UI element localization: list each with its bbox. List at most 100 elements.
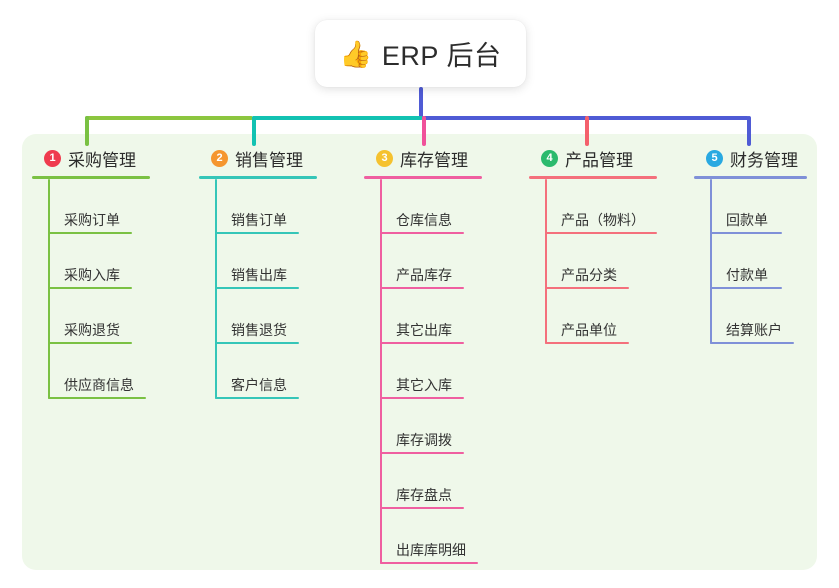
branch-underline — [529, 176, 657, 179]
branch-item[interactable]: 销售退货 — [215, 289, 349, 344]
branch-item[interactable]: 结算账户 — [710, 289, 839, 344]
branch-item-rule — [380, 562, 478, 564]
branch-item[interactable]: 销售出库 — [215, 234, 349, 289]
branch-index-badge: 2 — [211, 149, 228, 167]
branch-spine — [545, 179, 547, 344]
branch-item-rule — [380, 507, 464, 509]
branch-item-label: 销售出库 — [231, 267, 287, 283]
branch-item-label: 采购入库 — [64, 267, 120, 283]
branch-underline — [694, 176, 807, 179]
branch-item-rule — [710, 232, 782, 234]
branch-title: 产品管理 — [565, 150, 633, 170]
branch-spine — [380, 179, 382, 564]
branch-item-label: 其它入库 — [396, 377, 452, 393]
branch-item[interactable]: 客户信息 — [215, 344, 349, 399]
branch-item[interactable]: 供应商信息 — [48, 344, 182, 399]
branch-header-1[interactable]: 1 采购管理 — [32, 145, 182, 171]
root-node-title: ERP 后台 — [381, 41, 502, 71]
branch-item[interactable]: 付款单 — [710, 234, 839, 289]
branch-item-label: 其它出库 — [396, 322, 452, 338]
branch-item-label: 产品单位 — [561, 322, 617, 338]
branch-item[interactable]: 采购入库 — [48, 234, 182, 289]
branch-title: 库存管理 — [400, 150, 468, 170]
branch-item-rule — [710, 342, 794, 344]
branch-item-label: 采购订单 — [64, 212, 120, 228]
branch-underline — [364, 176, 482, 179]
branch-item-rule — [215, 287, 299, 289]
branch-header-3[interactable]: 3 库存管理 — [364, 145, 514, 171]
branch-item-rule — [380, 452, 464, 454]
branch-title: 财务管理 — [730, 150, 798, 170]
branch-spine — [48, 179, 50, 399]
branch-item-label: 库存盘点 — [396, 487, 452, 503]
branch-item-rule — [48, 232, 132, 234]
branch-title: 销售管理 — [235, 150, 303, 170]
branch-column-4: 4 产品管理产品（物料） 产品分类产品单位 — [529, 145, 689, 344]
branch-items: 回款单付款单结算账户 — [710, 179, 839, 344]
branch-item-label: 仓库信息 — [396, 212, 452, 228]
root-node[interactable]: 👍 ERP 后台 — [315, 20, 526, 87]
branch-item[interactable]: 回款单 — [710, 179, 839, 234]
branch-items: 仓库信息产品库存其它出库其它入库库存调拨库存盘点出库库明细 — [380, 179, 514, 564]
branch-item[interactable]: 库存盘点 — [380, 454, 514, 509]
branch-item-rule — [380, 232, 464, 234]
branch-items: 采购订单采购入库采购退货供应商信息 — [48, 179, 182, 399]
branch-item-label: 产品库存 — [396, 267, 452, 283]
branch-item[interactable]: 产品（物料） — [545, 179, 689, 234]
branch-item[interactable]: 其它入库 — [380, 344, 514, 399]
branch-title: 采购管理 — [68, 150, 136, 170]
branch-item-label: 产品分类 — [561, 267, 617, 283]
branch-item-rule — [710, 287, 782, 289]
connector-drop-3 — [422, 116, 426, 146]
branch-item-rule — [215, 397, 299, 399]
branch-item-rule — [380, 342, 464, 344]
branch-header-5[interactable]: 5 财务管理 — [694, 145, 839, 171]
connector-drop-2 — [252, 116, 256, 146]
branch-spine — [710, 179, 712, 344]
branch-item[interactable]: 产品单位 — [545, 289, 689, 344]
branch-items: 产品（物料） 产品分类产品单位 — [545, 179, 689, 344]
branch-column-5: 5 财务管理回款单付款单结算账户 — [694, 145, 839, 344]
branch-underline — [199, 176, 317, 179]
branch-column-1: 1 采购管理采购订单采购入库采购退货供应商信息 — [32, 145, 182, 399]
branch-item[interactable]: 仓库信息 — [380, 179, 514, 234]
branch-index-badge: 5 — [706, 149, 723, 167]
branch-column-2: 2 销售管理销售订单销售出库销售退货客户信息 — [199, 145, 349, 399]
branch-index-badge: 1 — [44, 149, 61, 167]
connector-bus-segment-2 — [252, 116, 423, 120]
connector-drop-4 — [585, 116, 589, 146]
branch-item-rule — [48, 342, 132, 344]
branch-index-badge: 4 — [541, 149, 558, 167]
branch-item[interactable]: 产品分类 — [545, 234, 689, 289]
branch-item[interactable]: 销售订单 — [215, 179, 349, 234]
branch-item-rule — [545, 342, 629, 344]
branch-item-rule — [215, 232, 299, 234]
branch-column-3: 3 库存管理仓库信息产品库存其它出库其它入库库存调拨库存盘点出库库明细 — [364, 145, 514, 564]
branch-item-rule — [215, 342, 299, 344]
branch-header-2[interactable]: 2 销售管理 — [199, 145, 349, 171]
branch-index-badge: 3 — [376, 149, 393, 167]
branch-item[interactable]: 采购订单 — [48, 179, 182, 234]
branch-item[interactable]: 产品库存 — [380, 234, 514, 289]
branch-item-label: 出库库明细 — [396, 542, 466, 558]
branch-item[interactable]: 出库库明细 — [380, 509, 514, 564]
branch-item-label: 回款单 — [726, 212, 768, 228]
connector-drop-5 — [747, 116, 751, 146]
branch-item-rule — [545, 232, 657, 234]
branch-item-rule — [380, 397, 464, 399]
branch-item-rule — [48, 287, 132, 289]
branch-spine — [215, 179, 217, 399]
branch-item-rule — [48, 397, 146, 399]
branch-item-rule — [545, 287, 629, 289]
connector-drop-1 — [85, 116, 89, 146]
branch-item-label: 销售订单 — [231, 212, 287, 228]
branch-item-label: 采购退货 — [64, 322, 120, 338]
branch-item[interactable]: 其它出库 — [380, 289, 514, 344]
branch-header-4[interactable]: 4 产品管理 — [529, 145, 689, 171]
branch-items: 销售订单销售出库销售退货客户信息 — [215, 179, 349, 399]
branch-item[interactable]: 采购退货 — [48, 289, 182, 344]
branch-item-label: 销售退货 — [231, 322, 287, 338]
branch-item[interactable]: 库存调拨 — [380, 399, 514, 454]
branch-underline — [32, 176, 150, 179]
